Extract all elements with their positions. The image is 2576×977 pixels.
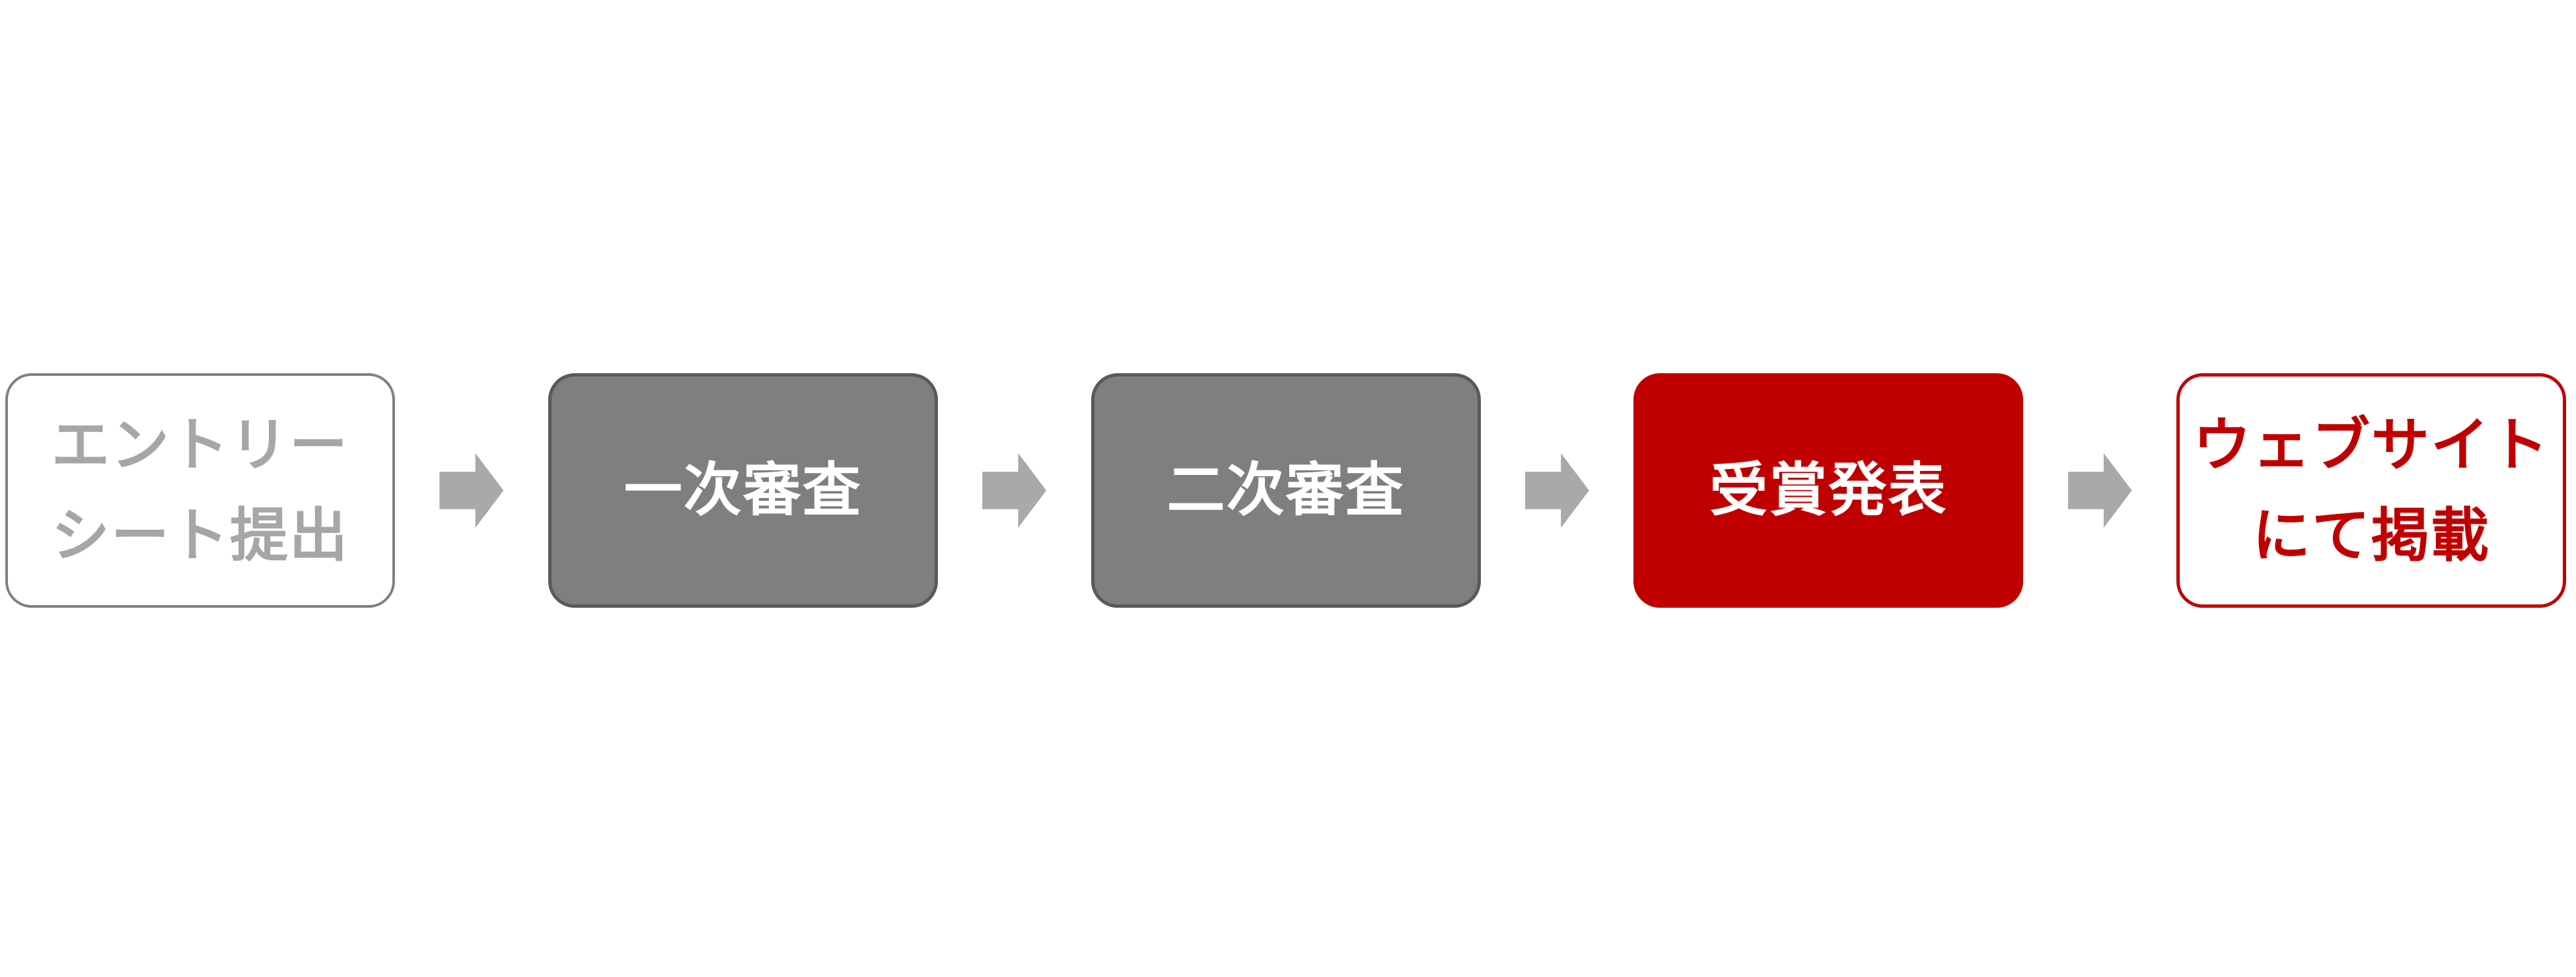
step-label-line: シート提出: [51, 502, 349, 568]
process-flow-diagram: エントリー シート提出 一次審査 二次審査 受賞発表 ウェブサイト にて掲載: [5, 373, 2566, 608]
step-second-screening: 二次審査: [1091, 373, 1481, 608]
step-website-publication: ウェブサイト にて掲載: [2176, 373, 2566, 608]
step-first-screening: 一次審査: [548, 373, 938, 608]
step-label-line: にて掲載: [2252, 502, 2490, 568]
arrow-gap: [938, 373, 1091, 608]
right-arrow-icon: [1524, 453, 1589, 528]
right-arrow-icon: [2067, 453, 2132, 528]
right-arrow-icon: [439, 453, 504, 528]
step-label-line: 二次審査: [1166, 457, 1405, 523]
step-label-line: 一次審査: [624, 457, 862, 523]
right-arrow-icon: [982, 453, 1047, 528]
step-award-announcement: 受賞発表: [1633, 373, 2024, 608]
arrow-gap: [2023, 373, 2176, 608]
step-label-line: 受賞発表: [1709, 457, 1948, 523]
arrow-gap: [395, 373, 548, 608]
arrow-gap: [1481, 373, 1634, 608]
step-label-line: エントリー: [51, 412, 349, 478]
step-label-line: ウェブサイト: [2192, 412, 2550, 478]
step-entry-sheet: エントリー シート提出: [5, 373, 395, 608]
